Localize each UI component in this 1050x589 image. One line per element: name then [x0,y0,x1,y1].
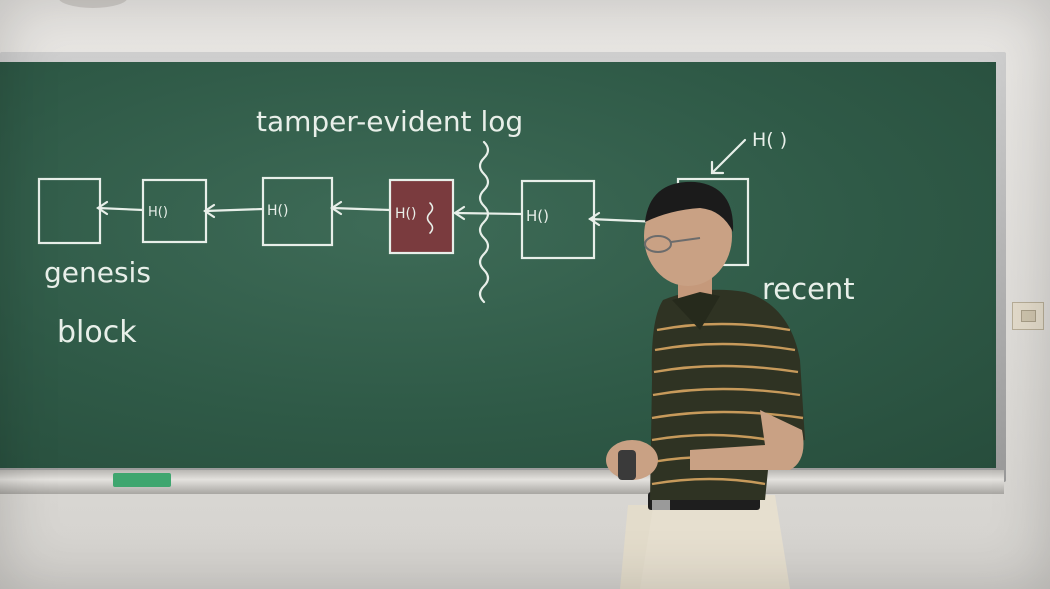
lecturer [606,181,805,589]
hash-label-4: H() [395,206,416,222]
ceiling-lamp [58,0,128,8]
block-3 [261,176,334,247]
eraser [113,473,171,487]
chalkboard [0,62,996,468]
tamper-mark [426,202,434,234]
block-label: block [57,315,137,350]
genesis-label: genesis [44,256,151,289]
genesis-block [37,177,102,245]
switch-rocker [1021,310,1036,322]
squiggle-divider [478,140,490,304]
recent-label: recent [762,272,855,306]
board-title: tamper-evident log [256,105,523,138]
hash-label-3: H() [267,203,288,219]
hash-label-top: H( ) [752,129,787,151]
light-switch [1012,302,1044,330]
hash-label-5: H() [526,207,549,225]
hash-label-2: H() [148,205,168,220]
tampered-block [388,178,455,255]
